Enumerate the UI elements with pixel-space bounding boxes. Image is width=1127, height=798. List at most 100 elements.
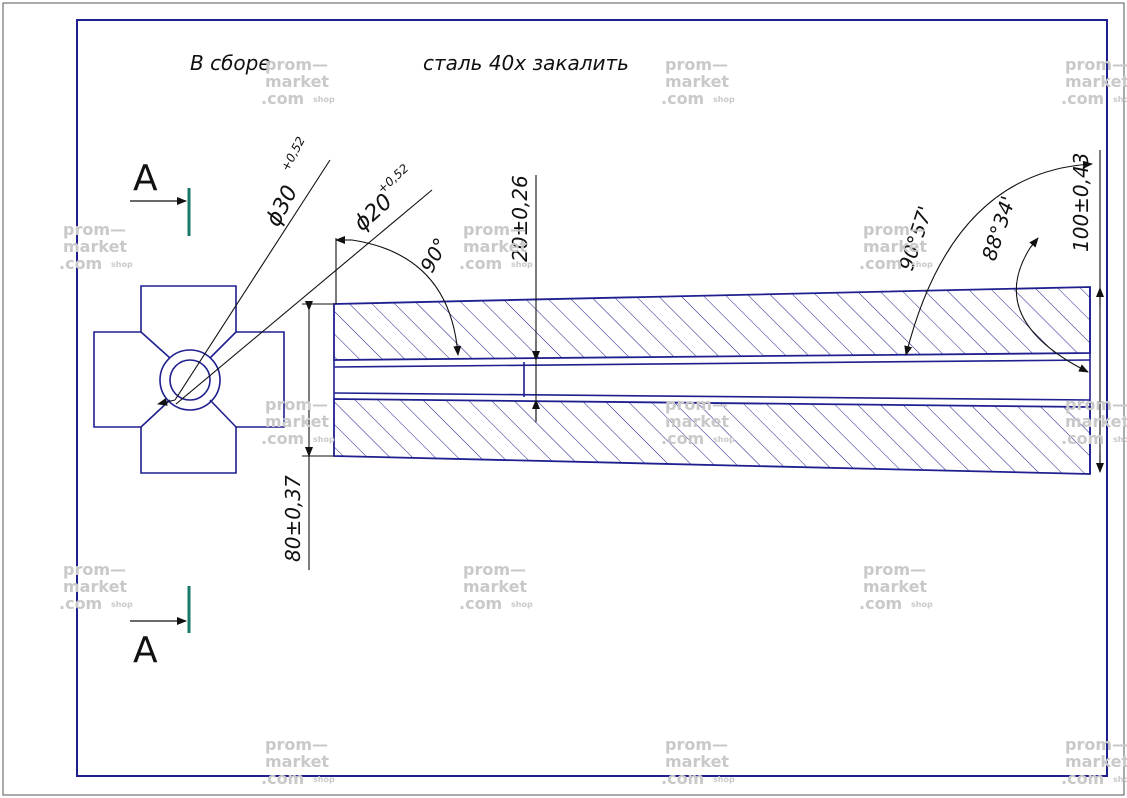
- watermark-text: .com: [859, 254, 902, 273]
- watermark-text: .com: [1061, 429, 1104, 448]
- watermark-suffix: shop: [511, 600, 533, 609]
- watermark-text: market: [1065, 752, 1127, 771]
- dim-height-100: 100±0,43: [1069, 153, 1093, 252]
- watermark-tile: prom—market.com shop: [661, 55, 735, 108]
- watermark-suffix: shop: [1113, 435, 1127, 444]
- watermark-suffix: shop: [713, 775, 735, 784]
- watermark-text: prom—: [863, 220, 926, 239]
- watermark-text: market: [63, 577, 127, 596]
- watermark-text: market: [265, 752, 329, 771]
- dim-dia-outer-tol: +0,52: [278, 134, 308, 173]
- watermark-suffix: shop: [1113, 95, 1127, 104]
- watermark-suffix: shop: [1113, 775, 1127, 784]
- watermark-text: .com: [459, 254, 502, 273]
- dim-angle-8834: 88°34': [977, 193, 1020, 264]
- watermark-text: prom—: [63, 220, 126, 239]
- watermark-text: market: [863, 237, 927, 256]
- watermark-suffix: shop: [511, 260, 533, 269]
- upper-wall-section: [333, 286, 1091, 361]
- watermark-text: .com: [859, 594, 902, 613]
- watermark-text: market: [265, 72, 329, 91]
- watermark-suffix: shop: [313, 775, 335, 784]
- watermark-text: .com: [1061, 769, 1104, 788]
- watermark-suffix: shop: [911, 260, 933, 269]
- watermark-text: prom—: [1065, 55, 1127, 74]
- watermark-text: .com: [261, 89, 304, 108]
- watermark-text: prom—: [265, 395, 328, 414]
- watermark-text: prom—: [863, 560, 926, 579]
- watermark-suffix: shop: [313, 95, 335, 104]
- watermark-text: .com: [59, 254, 102, 273]
- bore-lines: [333, 287, 1091, 474]
- watermark-text: market: [1065, 412, 1127, 431]
- watermark-text: market: [665, 752, 729, 771]
- watermark-text: .com: [661, 769, 704, 788]
- dim-dia-inner: ϕ20: [349, 189, 397, 236]
- section-label-top: А: [133, 158, 158, 199]
- angle-arc-90: [335, 236, 462, 356]
- watermark-text: prom—: [1065, 395, 1127, 414]
- watermark-tile: prom—market.com shop: [859, 220, 933, 273]
- watermark-suffix: shop: [111, 260, 133, 269]
- watermark-tile: prom—market.com shop: [1061, 55, 1127, 108]
- watermark-tile: prom—market.com shop: [661, 735, 735, 788]
- watermark-text: .com: [459, 594, 502, 613]
- watermark-tile: prom—market.com shop: [859, 560, 933, 613]
- dim-dia-outer: ϕ30: [261, 182, 303, 231]
- watermark-text: prom—: [463, 220, 526, 239]
- watermark-text: prom—: [665, 55, 728, 74]
- section-marker-bottom: А: [130, 586, 191, 671]
- watermark-text: prom—: [1065, 735, 1127, 754]
- cross-end-view: [93, 285, 285, 474]
- watermark-tile: prom—market.com shop: [261, 395, 335, 448]
- watermark-tile: prom—market.com shop: [1061, 395, 1127, 448]
- watermark-text: market: [63, 237, 127, 256]
- drawing-frame: [76, 19, 1108, 777]
- watermark-text: .com: [261, 429, 304, 448]
- watermark-tile: prom—market.com shop: [1061, 735, 1127, 788]
- watermark-text: .com: [661, 429, 704, 448]
- assembly-note: В сборе: [190, 51, 271, 75]
- section-marker-top: А: [130, 158, 191, 236]
- watermark-text: prom—: [265, 55, 328, 74]
- dim-line-80: [302, 301, 334, 570]
- watermark-text: market: [463, 237, 527, 256]
- watermark-text: market: [665, 412, 729, 431]
- material-note: сталь 40х закалить: [423, 51, 629, 75]
- watermark-text: .com: [1061, 89, 1104, 108]
- dim-dia-inner-tol: +0,52: [375, 161, 412, 196]
- watermark-tile: prom—market.com shop: [261, 55, 335, 108]
- watermark-text: .com: [59, 594, 102, 613]
- watermark-tile: prom—market.com shop: [261, 735, 335, 788]
- watermark-text: prom—: [265, 735, 328, 754]
- watermark-tile: prom—market.com shop: [59, 560, 133, 613]
- section-label-bottom: А: [133, 630, 158, 671]
- watermark-tile: prom—market.com shop: [59, 220, 133, 273]
- watermark-suffix: shop: [713, 435, 735, 444]
- watermark-text: market: [665, 72, 729, 91]
- watermark-text: prom—: [665, 395, 728, 414]
- diameter-leaders: [157, 159, 433, 406]
- watermark-tile: prom—market.com shop: [459, 560, 533, 613]
- watermark-suffix: shop: [313, 435, 335, 444]
- watermark-text: prom—: [63, 560, 126, 579]
- watermark-text: prom—: [463, 560, 526, 579]
- dim-height-80: 80±0,37: [281, 475, 305, 562]
- watermark-tile: prom—market.com shop: [661, 395, 735, 448]
- watermark-text: market: [1065, 72, 1127, 91]
- watermark-suffix: shop: [111, 600, 133, 609]
- watermark-tile: prom—market.com shop: [459, 220, 533, 273]
- angle-arc-8834: [1015, 237, 1089, 373]
- watermark-text: market: [863, 577, 927, 596]
- watermark-suffix: shop: [911, 600, 933, 609]
- watermark-text: market: [463, 577, 527, 596]
- watermark-text: .com: [661, 89, 704, 108]
- watermark-text: .com: [261, 769, 304, 788]
- watermark-suffix: shop: [713, 95, 735, 104]
- watermark-text: market: [265, 412, 329, 431]
- watermark-text: prom—: [665, 735, 728, 754]
- angle-arc-9057: [904, 160, 1093, 356]
